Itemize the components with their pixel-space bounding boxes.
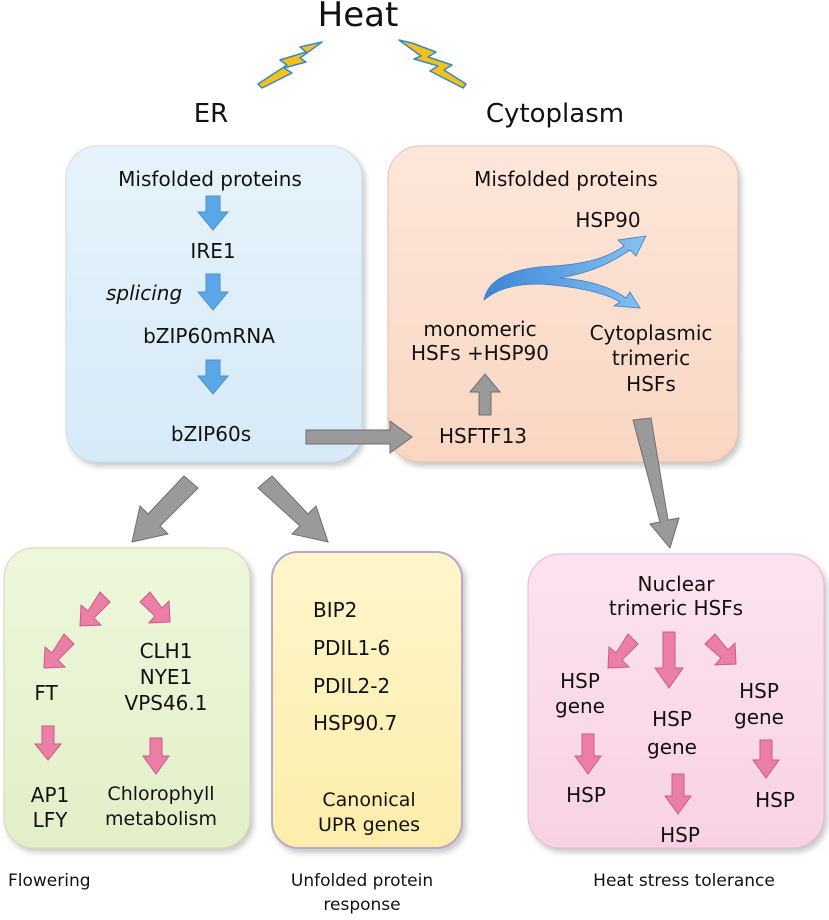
upr-gene-hsp90-7: HSP90.7	[313, 711, 398, 735]
heat-arrow-hsp-left	[574, 733, 602, 775]
er-arrow-3	[196, 359, 230, 395]
er-arrow-2	[196, 273, 230, 311]
hsp-dissociation-arrow	[483, 235, 647, 309]
flowering-arrow-to-ft	[43, 633, 75, 669]
cyto-hsp90: HSP90	[575, 208, 641, 232]
upr-footer-line2: UPR genes	[318, 814, 420, 836]
flowering-arrow-right	[139, 591, 171, 624]
lightning-bolt-right-icon	[398, 39, 467, 89]
er-to-flowering-arrow	[131, 475, 199, 543]
cytoplasm-label: Cytoplasm	[485, 99, 625, 129]
bzip-to-hsftf-arrow	[305, 420, 413, 454]
upr-gene-pdil2-2: PDIL2-2	[313, 674, 391, 698]
caption-upr-line2: response	[323, 895, 401, 915]
upr-gene-pdil1-6: PDIL1-6	[313, 636, 391, 660]
heat-arrow-middle	[654, 631, 684, 689]
heat-hsp-gene-left-1: HSP	[560, 669, 600, 693]
flowering-ft: FT	[34, 681, 58, 705]
flowering-metabolism: metabolism	[105, 808, 217, 830]
upr-box	[271, 551, 463, 849]
heat-hsp-gene-right-1: HSP	[739, 679, 779, 703]
flowering-box	[3, 547, 251, 849]
cyto-monomeric-line2: HSFs +HSP90	[410, 341, 550, 365]
heat-hsp-left: HSP	[566, 783, 606, 807]
cyto-hsftf13: HSFTF13	[438, 424, 528, 448]
er-label: ER	[193, 99, 229, 129]
er-misfolded-proteins: Misfolded proteins	[118, 167, 302, 191]
cyto-misfolded-proteins: Misfolded proteins	[474, 167, 658, 191]
flowering-gene-nye1: NYE1	[139, 665, 193, 689]
caption-heat-stress: Heat stress tolerance	[593, 871, 775, 891]
flowering-ap1: AP1	[30, 783, 70, 807]
flowering-lfy: LFY	[32, 808, 68, 832]
cytoplasm-to-nucleus-arrow	[632, 417, 680, 550]
flowering-arrow-to-ap1	[33, 725, 63, 761]
heat-arrow-hsp-middle	[664, 773, 692, 815]
flowering-gene-clh1: CLH1	[139, 639, 193, 663]
heat-arrow-left	[607, 633, 639, 669]
heat-title-line2: trimeric HSFs	[608, 596, 744, 620]
upr-footer-line1: Canonical	[322, 789, 416, 811]
heat-arrow-right	[704, 633, 737, 666]
heat-arrow-hsp-right	[752, 739, 780, 779]
er-ire1: IRE1	[190, 239, 236, 263]
er-to-upr-arrow	[257, 475, 329, 543]
heat-title: Heat	[317, 0, 399, 35]
er-splicing-label: splicing	[106, 281, 183, 305]
caption-upr-line1: Unfolded protein	[290, 871, 434, 891]
heat-hsp-gene-right-2: gene	[734, 705, 784, 729]
caption-flowering: Flowering	[8, 871, 91, 891]
flowering-chlorophyll: Chlorophyll	[107, 783, 215, 805]
flowering-arrow-to-chl	[142, 737, 170, 775]
lightning-bolt-left-icon	[257, 41, 323, 89]
flowering-arrow-left	[79, 591, 111, 627]
er-arrow-1	[196, 195, 230, 231]
heat-hsp-gene-mid-1: HSP	[652, 707, 692, 731]
heat-box	[527, 553, 825, 849]
cyto-monomeric-line1: monomeric	[423, 317, 537, 341]
heat-hsp-gene-left-2: gene	[555, 694, 605, 718]
er-bzip60mrna: bZIP60mRNA	[143, 324, 275, 348]
cytoplasm-box	[387, 145, 739, 463]
cyto-trimeric-line2: trimeric	[611, 346, 691, 370]
heat-hsp-right: HSP	[755, 788, 795, 812]
heat-title-line1: Nuclear	[637, 572, 715, 596]
upr-gene-bip2: BIP2	[313, 598, 358, 622]
hsftf-up-arrow	[468, 373, 502, 416]
er-bzip60s: bZIP60s	[170, 422, 252, 446]
cyto-trimeric-line1: Cytoplasmic	[589, 321, 713, 345]
cyto-trimeric-line3: HSFs	[626, 372, 676, 396]
heat-hsp-middle: HSP	[660, 823, 700, 847]
flowering-gene-vps46: VPS46.1	[124, 691, 208, 715]
heat-hsp-gene-mid-2: gene	[647, 735, 697, 759]
